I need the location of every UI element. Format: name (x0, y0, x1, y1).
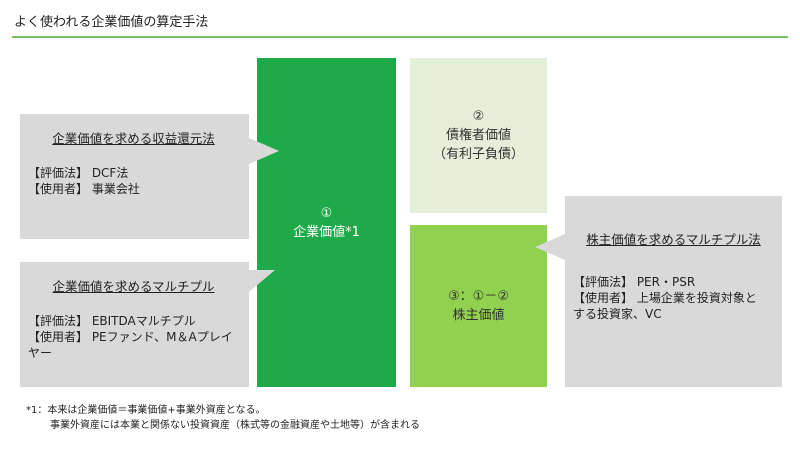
income-approach-heading: 企業価値を求める収益還元法 (52, 131, 215, 146)
multiple-callout: 企業価値を求めるマルチプル 【評価法】 EBITDAマルチプル 【使用者】 PE… (20, 262, 249, 387)
footnote-line-2: 事業外資産には本業と関係ない投資資産（株式等の金融資産や土地等）が含まれる (50, 420, 420, 431)
income-approach-method: 【評価法】 DCF法 (28, 166, 129, 180)
income-callout-pointer (249, 138, 279, 164)
income-approach-callout: 企業価値を求める収益還元法 【評価法】 DCF法 【使用者】 事業会社 (20, 114, 249, 239)
enterprise-value-block: ① 企業価値*1 (257, 58, 396, 387)
multiple-callout-pointer (249, 270, 275, 292)
income-approach-user: 【使用者】 事業会社 (28, 182, 140, 196)
multiple-heading: 企業価値を求めるマルチプル (52, 279, 215, 294)
creditor-value-number: ② (472, 109, 485, 124)
equity-multiple-user: 【使用者】 上場企業を投資対象と (573, 291, 757, 305)
creditor-value-label: 債権者価値 (445, 128, 511, 143)
shareholder-value-formula: ③：①－② (448, 289, 509, 304)
enterprise-value-label: 企業価値*1 (293, 224, 360, 240)
multiple-user-cont: ヤー (28, 346, 53, 360)
equity-callout-pointer (535, 234, 565, 260)
shareholder-value-label: 株主価値 (452, 308, 505, 323)
equity-multiple-user-cont: する投資家、VC (573, 307, 662, 321)
creditor-value-block: ② 債権者価値 （有利子負債） (410, 58, 547, 213)
equity-multiple-heading: 株主価値を求めるマルチプル法 (586, 232, 761, 247)
creditor-value-sub: （有利子負債） (432, 147, 524, 162)
title-divider (12, 36, 788, 38)
equity-multiple-callout: 株主価値を求めるマルチプル法 【評価法】 PER・PSR 【使用者】 上場企業を… (565, 196, 782, 387)
footnote-line-1: *1：本来は企業価値＝事業価値+事業外資産となる。 (26, 405, 266, 416)
multiple-method: 【評価法】 EBITDAマルチプル (28, 314, 196, 328)
page-title: よく使われる企業価値の算定手法 (14, 15, 209, 30)
equity-multiple-method: 【評価法】 PER・PSR (573, 275, 696, 289)
shareholder-value-block: ③：①－② 株主価値 (410, 225, 547, 387)
enterprise-value-number: ① (320, 205, 333, 221)
multiple-user: 【使用者】 PEファンド、M＆Aプレイ (28, 330, 233, 344)
